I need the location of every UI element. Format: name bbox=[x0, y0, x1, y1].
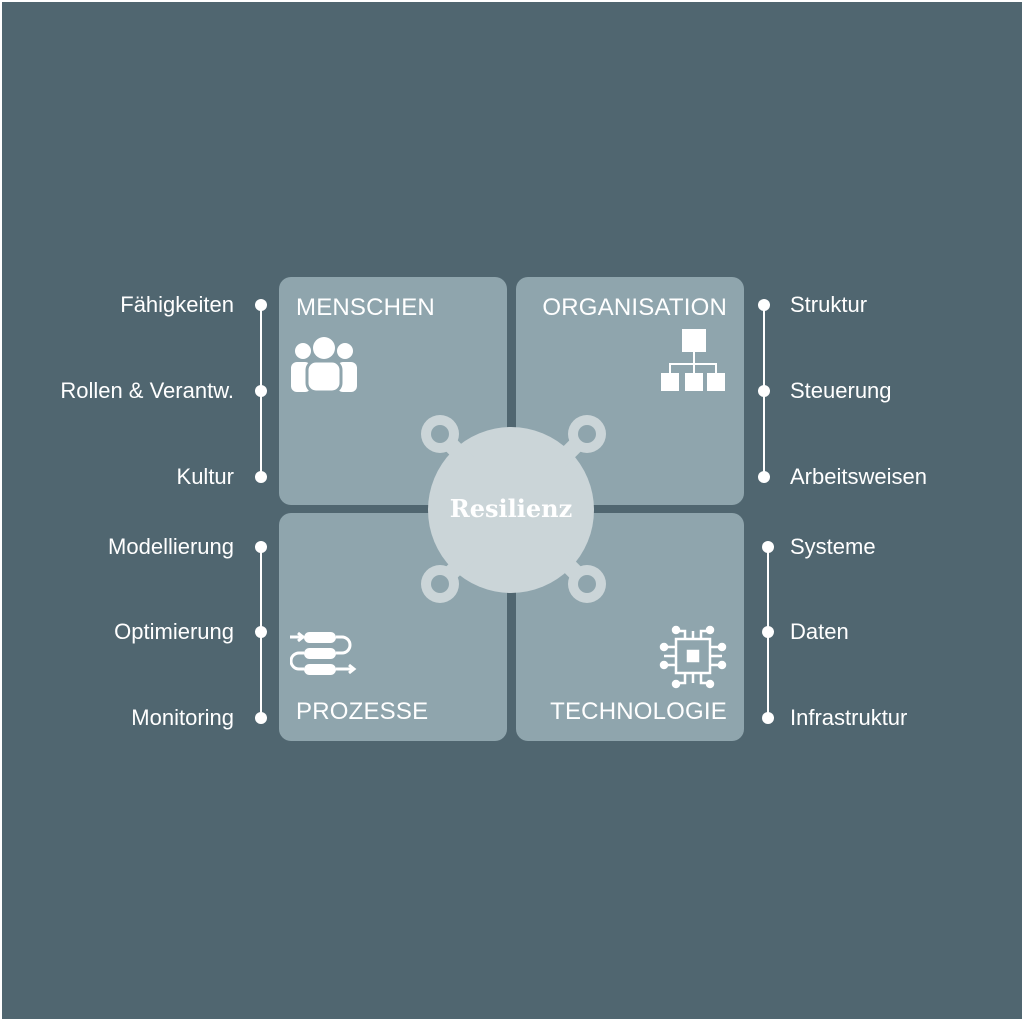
label-arbeitsweisen: Arbeitsweisen bbox=[790, 464, 927, 489]
people-group-icon bbox=[291, 337, 357, 394]
bullet-dot bbox=[758, 471, 770, 483]
bullet-dot bbox=[255, 712, 267, 724]
bullet-dot bbox=[255, 541, 267, 553]
label-monitoring: Monitoring bbox=[131, 705, 234, 730]
center-label: Resilienz bbox=[449, 494, 573, 523]
bullet-dot bbox=[255, 299, 267, 311]
bullet-dot bbox=[255, 385, 267, 397]
bullet-dot bbox=[255, 471, 267, 483]
label-faehigkeiten: Fähigkeiten bbox=[120, 292, 234, 317]
bullet-dot bbox=[762, 541, 774, 553]
org-chart-icon bbox=[661, 329, 725, 391]
chip-icon bbox=[659, 625, 727, 689]
label-modellierung: Modellierung bbox=[108, 534, 234, 559]
quadrant-title-technologie: TECHNOLOGIE bbox=[550, 698, 727, 725]
bullet-dot bbox=[758, 385, 770, 397]
quadrant-title-organisation: ORGANISATION bbox=[542, 294, 727, 321]
quadrant-title-menschen: MENSCHEN bbox=[296, 294, 435, 321]
bullet-dot bbox=[762, 626, 774, 638]
label-rollen: Rollen & Verantw. bbox=[60, 378, 234, 403]
bullet-dot bbox=[762, 712, 774, 724]
label-steuerung: Steuerung bbox=[790, 378, 892, 403]
label-systeme: Systeme bbox=[790, 534, 876, 559]
label-struktur: Struktur bbox=[790, 292, 868, 317]
process-flow-icon bbox=[290, 631, 357, 675]
resilienz-hub bbox=[421, 415, 606, 603]
bullet-dot bbox=[758, 299, 770, 311]
label-daten: Daten bbox=[790, 619, 849, 644]
label-kultur: Kultur bbox=[176, 464, 234, 489]
label-infrastruktur: Infrastruktur bbox=[790, 705, 908, 730]
bullet-dot bbox=[255, 626, 267, 638]
label-optimierung: Optimierung bbox=[114, 619, 234, 644]
quadrant-title-prozesse: PROZESSE bbox=[296, 698, 429, 725]
